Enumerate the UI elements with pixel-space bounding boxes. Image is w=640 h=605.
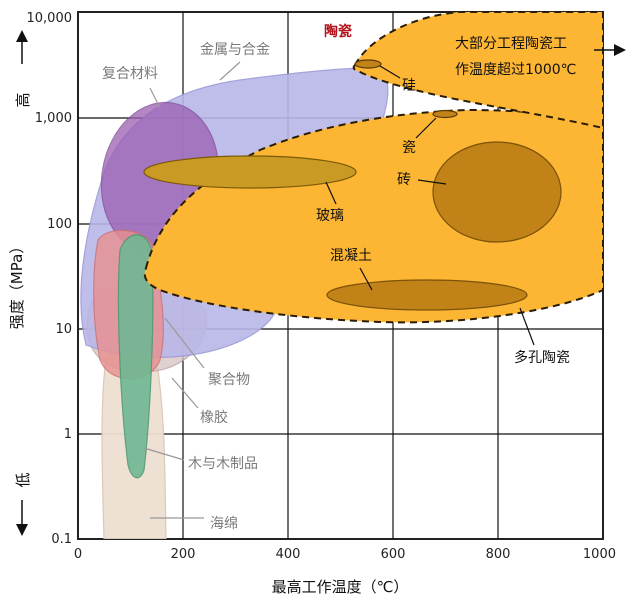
region-porcelain [432,109,458,119]
x-tick-label: 200 [171,547,196,562]
annotation-ceramics-line-2: 作温度超过1000℃ [455,62,576,78]
label-glass: 玻璃 [316,207,344,224]
label-ceramics: 陶瓷 [324,23,352,40]
region-wood [117,234,154,479]
label-foam: 海绵 [210,515,238,532]
y-tick-label: 1 [64,427,72,442]
leader-silicon [379,65,401,79]
y-tick-label: 10,000 [27,11,73,26]
leader-brick [417,179,447,185]
leader-lines [143,61,535,519]
label-wood: 木与木制品 [188,456,258,472]
x-tick-label: 0 [74,547,82,562]
label-polymers: 聚合物 [208,372,250,388]
y-axis-title: 强度（MPa） [8,239,26,330]
label-metals: 金属与合金 [200,42,270,58]
label-rubber: 橡胶 [200,409,228,426]
region-brick [432,141,562,243]
regions [80,12,603,539]
leader-rubber [171,377,199,409]
label-concrete: 混凝土 [330,248,372,264]
region-silicon [354,59,382,69]
leader-glass [325,181,337,205]
x-tick-label: 1000 [583,547,616,562]
x-tick-label: 600 [381,547,406,562]
y-tick-labels: 0.1 1 10 100 1,000 10,000 [27,11,73,547]
x-tick-label: 400 [276,547,301,562]
x-axis-title: 最高工作温度（℃） [272,578,409,596]
leader-concrete [359,267,373,291]
leader-porous-ceramics [519,307,535,346]
region-ceramics [352,12,603,130]
x-tick-labels: 0 200 400 600 800 1000 [74,547,616,562]
label-porcelain: 瓷 [402,140,416,156]
region-concrete [326,279,528,311]
leader-porcelain [415,117,437,139]
y-high-label: 高 [14,92,32,107]
x-tick-label: 800 [486,547,511,562]
leader-wood [143,447,185,461]
y-tick-label: 100 [47,217,72,232]
label-silicon: 硅 [402,78,416,94]
leader-polymers [164,317,205,369]
y-tick-label: 10 [55,322,72,337]
y-low-label: 低 [14,472,32,487]
annotation-ceramics-line-1: 大部分工程陶瓷工 [455,36,567,52]
leader-composites [219,61,241,81]
label-brick: 砖 [397,172,411,188]
leader-metals [149,87,161,109]
y-tick-label: 0.1 [51,532,72,547]
y-tick-label: 1,000 [35,111,72,126]
label-composites: 复合材料 [102,65,158,82]
label-porous-ceramics: 多孔陶瓷 [514,349,570,366]
region-glass [143,155,357,189]
